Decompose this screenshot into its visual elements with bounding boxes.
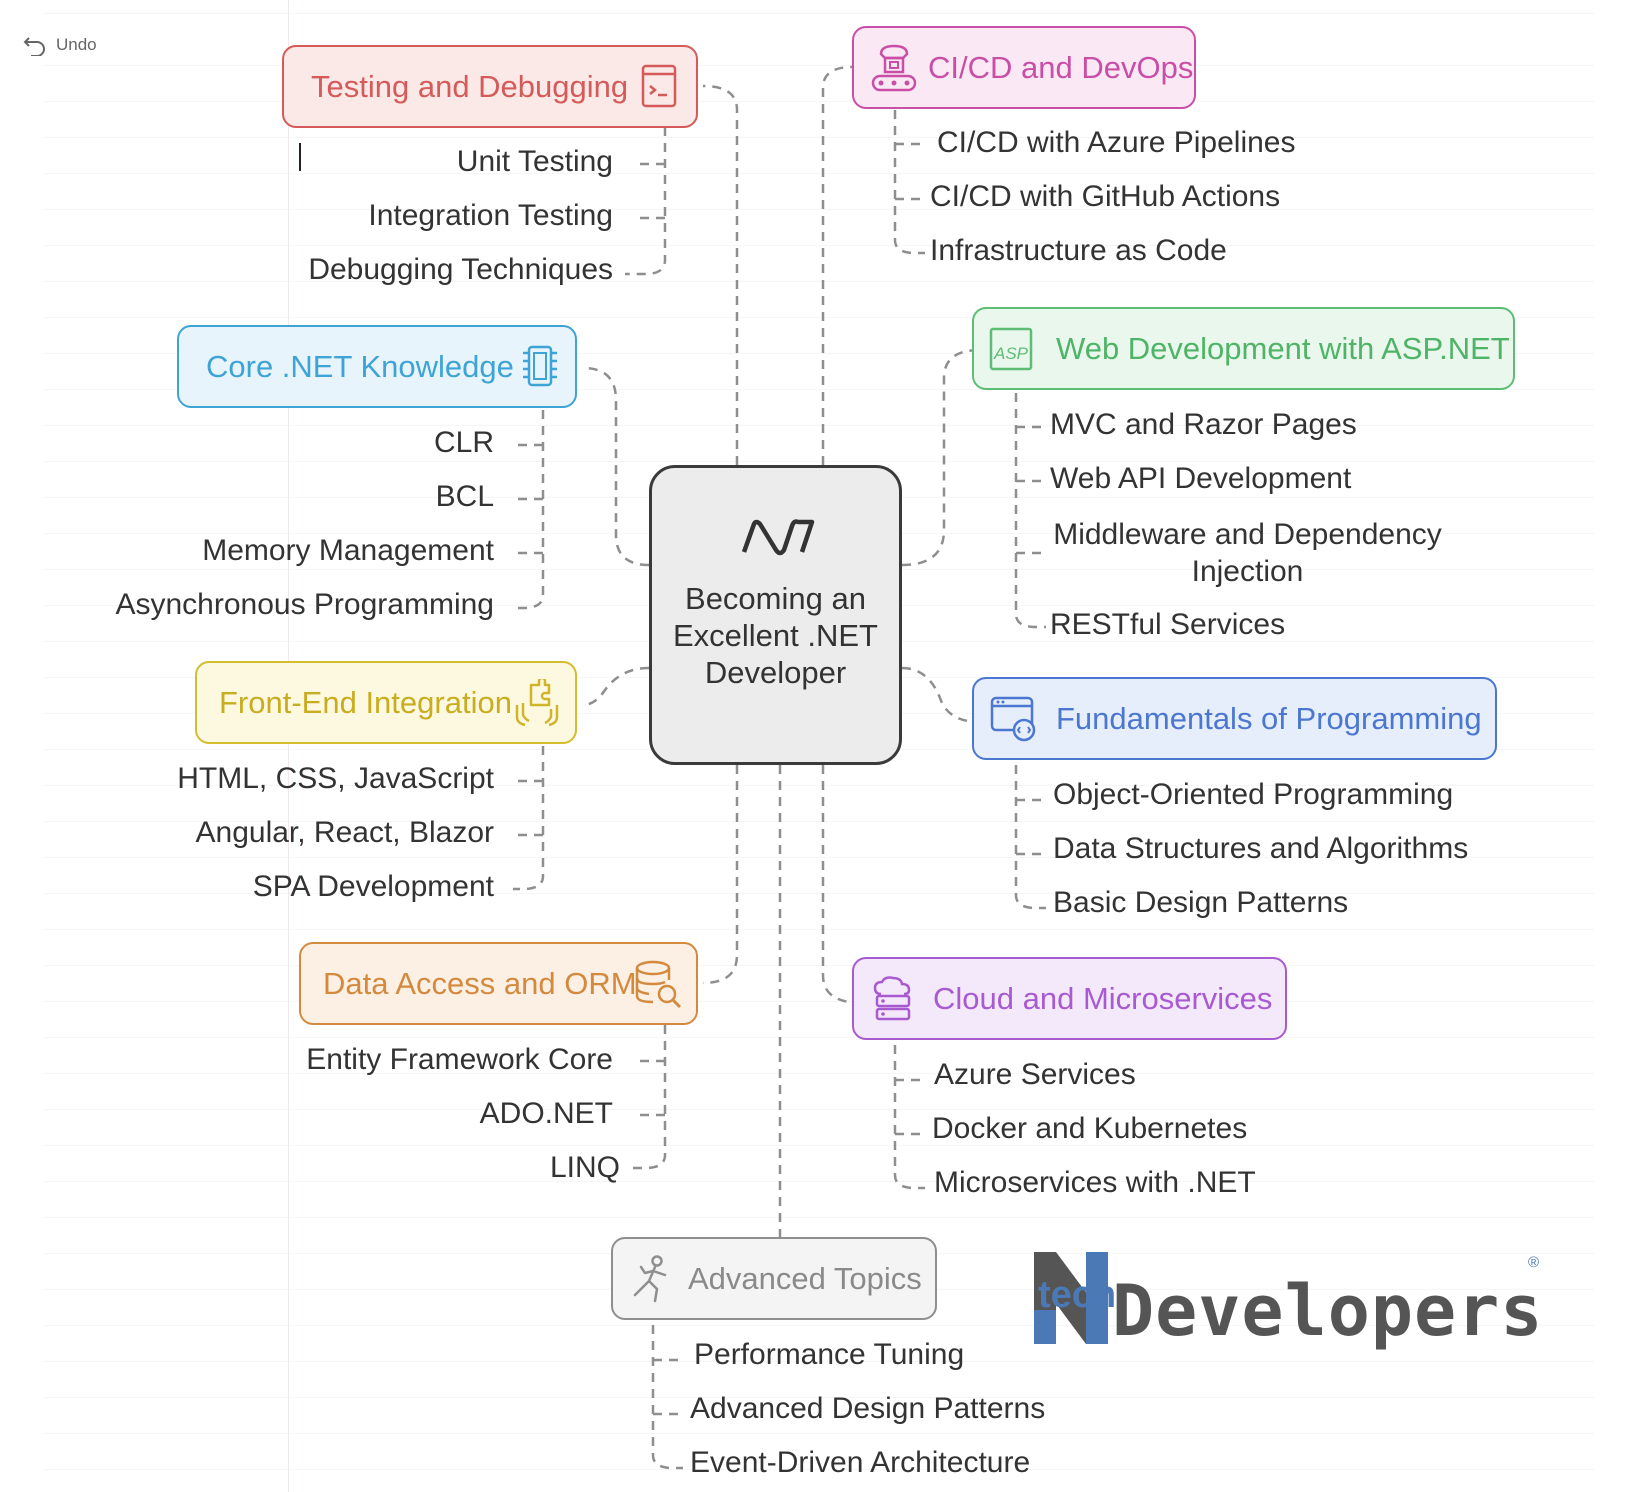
list-item: ADO.NET [479, 1097, 613, 1130]
branch-title: Testing and Debugging [311, 68, 629, 104]
database-search-icon [635, 960, 683, 1008]
list-item: Middleware and Dependency Injection [1053, 518, 1442, 588]
list-item: Entity Framework Core [306, 1043, 613, 1076]
list-item: HTML, CSS, JavaScript [177, 762, 494, 795]
brand-name: Developers [1112, 1270, 1544, 1352]
list-item: Memory Management [202, 534, 494, 567]
conveyor-robot-icon [871, 44, 917, 92]
list-item: Debugging Techniques [308, 253, 613, 286]
dotnet-logo-icon [740, 518, 816, 566]
list-item: Advanced Design Patterns [690, 1392, 1046, 1425]
list-item: Web API Development [1050, 462, 1352, 495]
branch-title: Cloud and Microservices [933, 980, 1273, 1016]
list-item: Asynchronous Programming [115, 588, 494, 621]
branch-front-end-integration[interactable]: Front-End Integration [195, 661, 577, 744]
branch-title: CI/CD and DevOps [928, 49, 1194, 85]
branch-title: Data Access and ORM [323, 965, 637, 1001]
central-topic-node[interactable]: Becoming an Excellent .NET Developer [649, 465, 902, 765]
connector-frontend [582, 666, 650, 707]
branch-web-development-aspnet[interactable]: ASP Web Development with ASP.NET [972, 307, 1515, 390]
connector-testing-items [625, 127, 667, 276]
connector-web [901, 348, 981, 567]
list-item: Data Structures and Algorithms [1053, 832, 1469, 865]
branch-title: Fundamentals of Programming [1056, 700, 1482, 736]
list-item: LINQ [549, 1151, 620, 1184]
branch-title: Core .NET Knowledge [206, 348, 514, 384]
branch-title: Web Development with ASP.NET [1056, 330, 1510, 366]
list-item: Docker and Kubernetes [932, 1112, 1248, 1145]
branch-data-access-and-orm[interactable]: Data Access and ORM [299, 942, 698, 1025]
list-item: RESTful Services [1050, 608, 1286, 641]
connector-data [702, 765, 739, 985]
list-item: Angular, React, Blazor [195, 816, 495, 849]
list-item: BCL [435, 480, 494, 513]
asp-icon: ASP [989, 327, 1033, 371]
puzzle-hands-icon [513, 679, 561, 727]
branch-testing-and-debugging[interactable]: Testing and Debugging [282, 45, 698, 128]
cloud-server-icon [871, 976, 915, 1022]
list-item: Unit Testing [456, 145, 613, 178]
branch-fundamentals-of-programming[interactable]: Fundamentals of Programming [972, 677, 1497, 760]
list-item: Event-Driven Architecture [690, 1446, 1031, 1479]
terminal-icon [641, 64, 677, 108]
list-item: Integration Testing [368, 199, 613, 232]
registered-mark: ® [1528, 1254, 1540, 1271]
undo-icon [22, 34, 48, 56]
undo-button[interactable]: Undo [22, 34, 97, 56]
branch-title: Front-End Integration [219, 684, 512, 720]
list-item: CI/CD with Azure Pipelines [937, 126, 1296, 159]
connector-testing [702, 84, 739, 465]
list-item: MVC and Razor Pages [1050, 408, 1357, 441]
connector-fundamentals [901, 666, 981, 724]
list-item: Object-Oriented Programming [1053, 778, 1454, 811]
connector-cicd [821, 65, 853, 465]
chip-icon [521, 343, 559, 389]
list-item: SPA Development [252, 870, 494, 903]
list-item: Microservices with .NET [934, 1166, 1256, 1199]
list-item: CI/CD with GitHub Actions [930, 180, 1281, 213]
margin-line [288, 0, 289, 1492]
list-item: CLR [433, 426, 494, 459]
browser-code-icon [990, 696, 1038, 742]
n-logo-mark [1034, 1252, 1108, 1344]
climbing-person-icon [633, 1255, 673, 1303]
branch-cloud-and-microservices[interactable]: Cloud and Microservices [852, 957, 1287, 1040]
text-cursor [299, 143, 301, 171]
connector-core [582, 366, 650, 567]
tech-developers-logo: tech Developers ® [1034, 1252, 1544, 1352]
list-item: Basic Design Patterns [1053, 886, 1349, 919]
branch-ci-cd-and-devops[interactable]: CI/CD and DevOps [852, 26, 1196, 109]
undo-label: Undo [56, 35, 97, 54]
list-item: Performance Tuning [694, 1338, 965, 1371]
list-item: Azure Services [934, 1058, 1136, 1091]
central-topic-title: Becoming an Excellent .NET Developer [672, 581, 878, 690]
branch-advanced-topics[interactable]: Advanced Topics [611, 1237, 937, 1320]
list-item: Infrastructure as Code [930, 234, 1227, 267]
branch-core-dotnet-knowledge[interactable]: Core .NET Knowledge [177, 325, 577, 408]
brand-prefix: tech [1038, 1274, 1117, 1316]
branch-title: Advanced Topics [688, 1260, 922, 1296]
svg-text:ASP: ASP [993, 344, 1029, 363]
